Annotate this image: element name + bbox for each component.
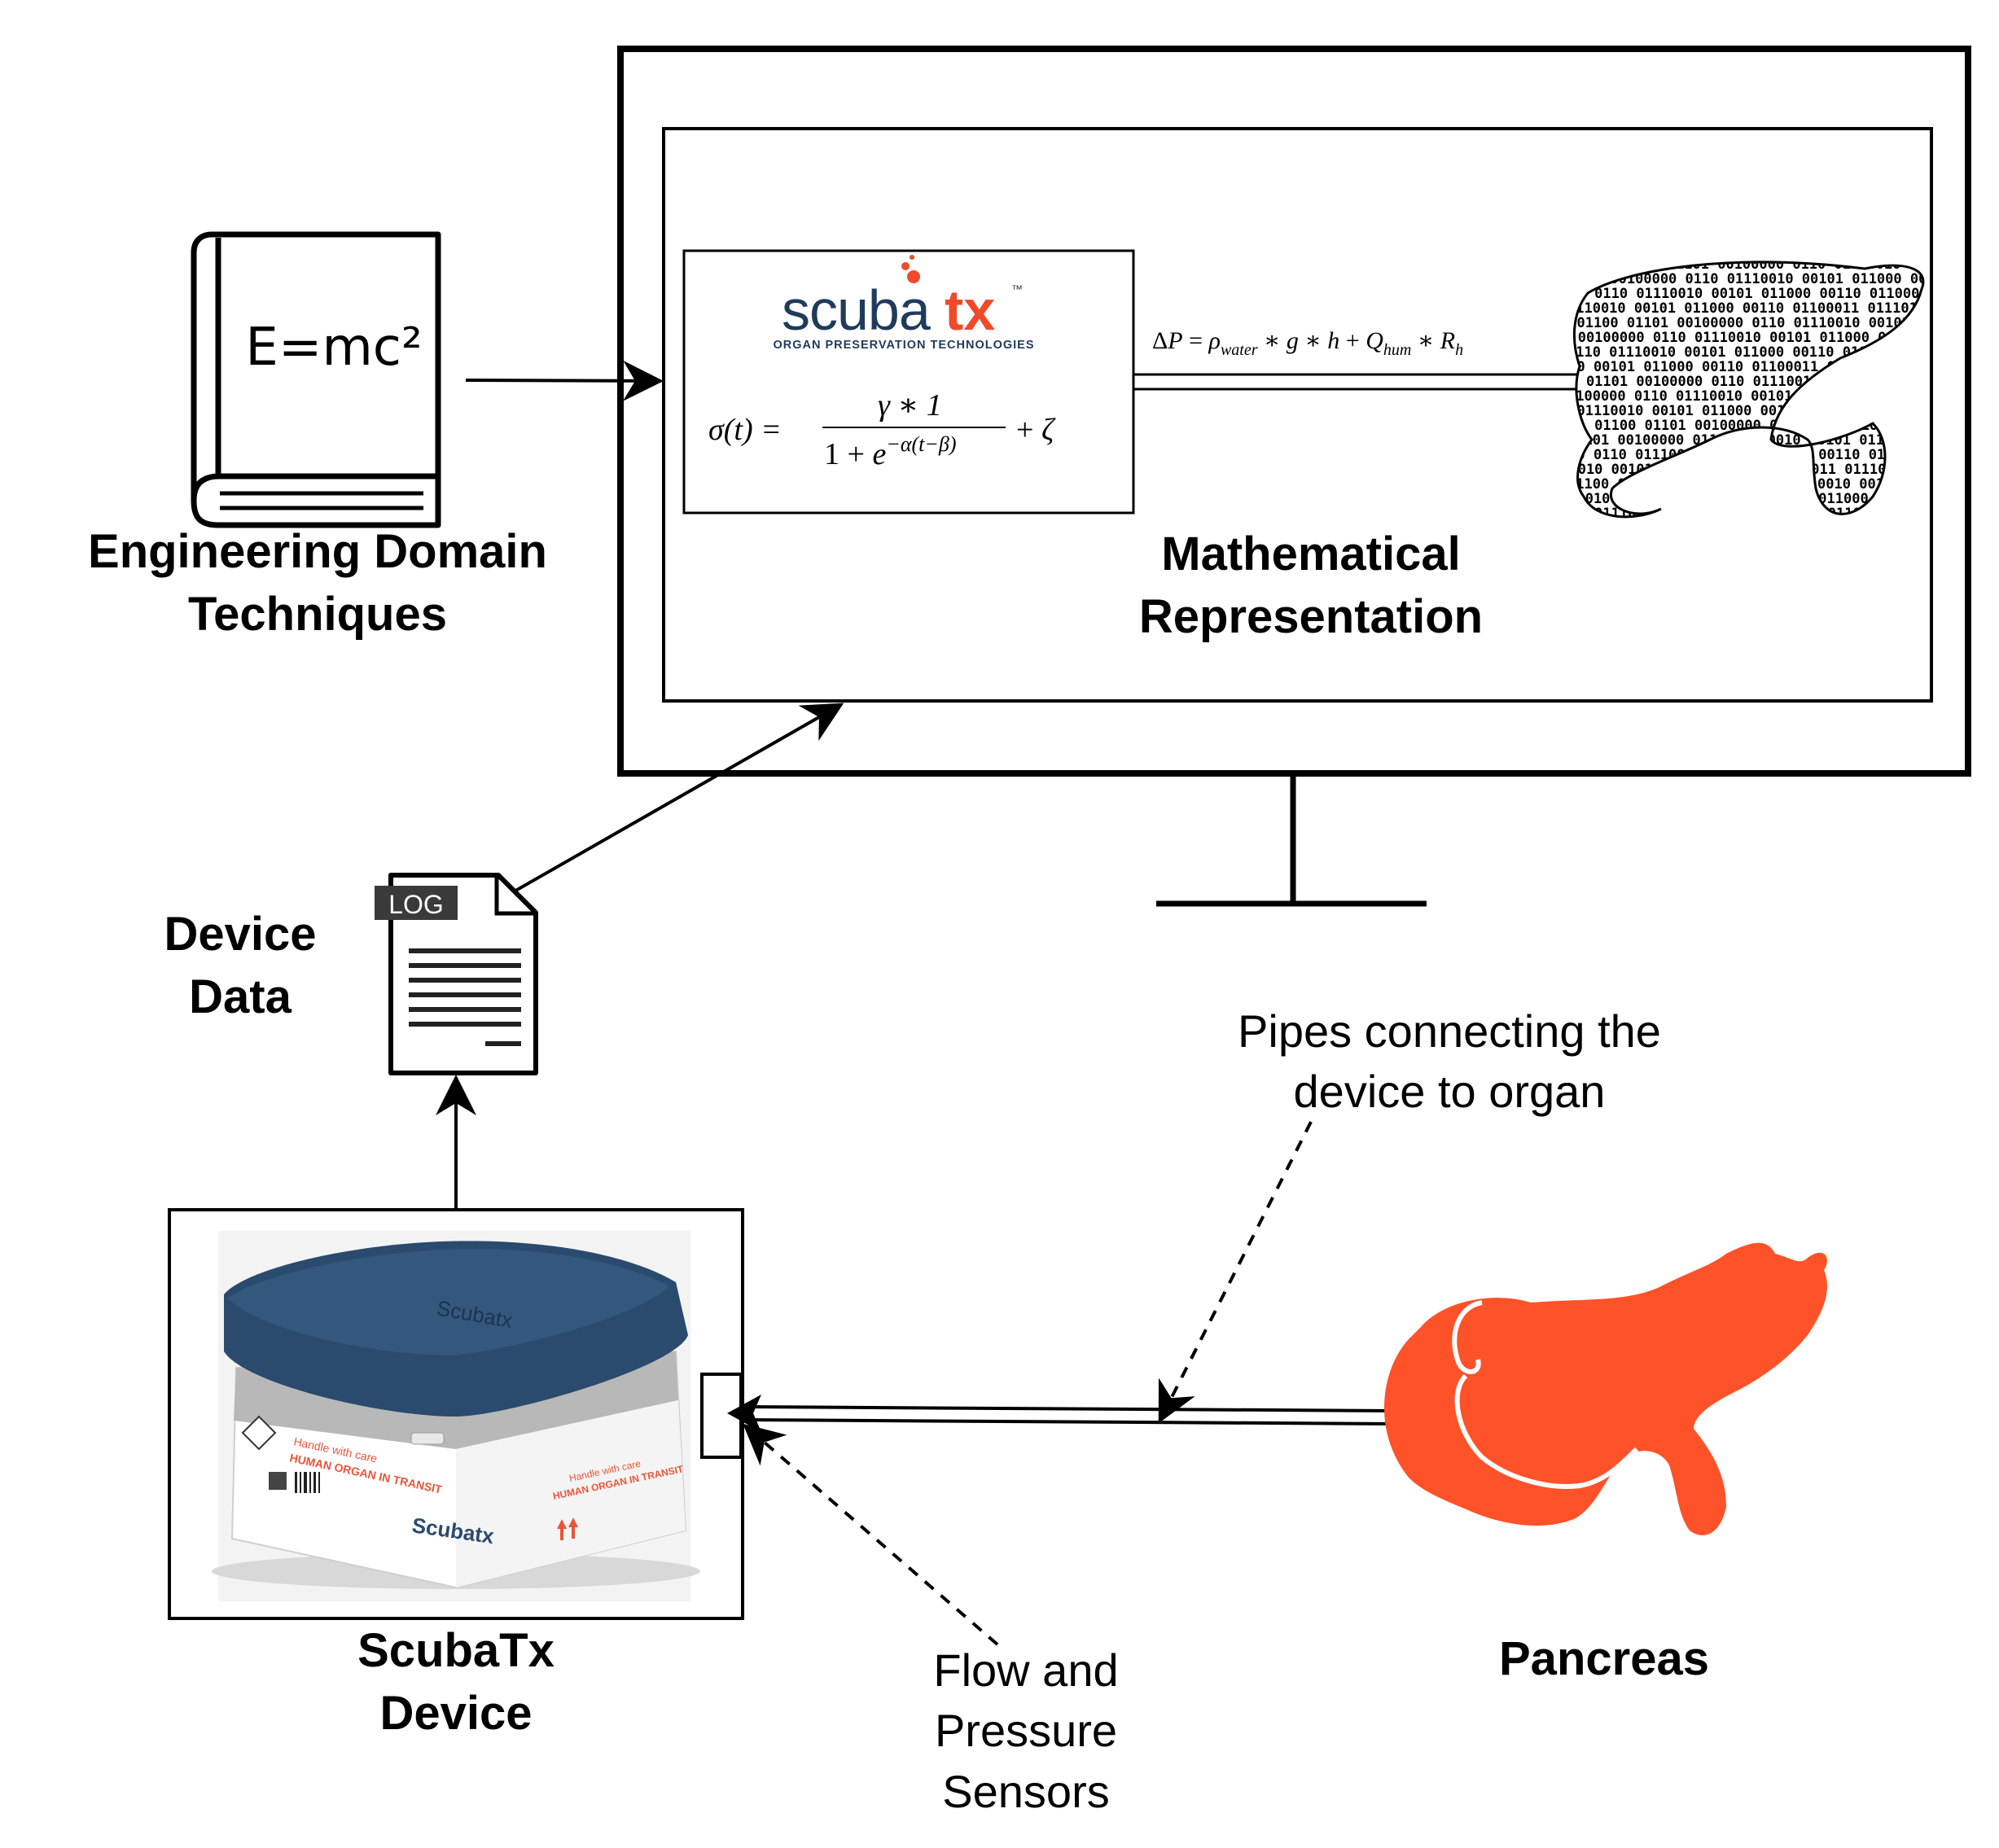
- svg-text:1 + e−α(t−β): 1 + e−α(t−β): [824, 432, 957, 471]
- svg-text:ΔP = ρwater ∗ g ∗ h + Qhum ∗ R: ΔP = ρwater ∗ g ∗ h + Qhum ∗ Rh: [1152, 327, 1463, 359]
- binary-row: 1 00100000 0110 01110010 00101 011000 00…: [1560, 491, 1999, 507]
- logo-tm: ™: [1011, 282, 1023, 296]
- binary-row: 11001 01100 01101 00100000 0110 01110010…: [1567, 256, 1999, 273]
- binary-row: 1110010 00101 011000 00110 01100011 0111…: [1567, 300, 1999, 317]
- sigma-equation: σ(t) = γ ∗ 1 1 + e−α(t−β) + ζ: [708, 388, 1056, 471]
- binary-row: 01101 00100000 0110 01110010 00101 01100…: [1560, 271, 1999, 287]
- arrow-data-to-model: [511, 703, 844, 895]
- label-pipes-line-1: Pipes connecting the: [1238, 1005, 1661, 1057]
- pipe-arrowhead: [727, 1395, 761, 1432]
- equation-box: scuba tx ™ ORGAN PRESERVATION TECHNOLOGI…: [682, 249, 1135, 515]
- binary-row: 0 01110010 00101 011000 00110 01100011 0…: [1560, 403, 1999, 419]
- log-badge: [375, 886, 458, 920]
- label-scubatx-device: ScubaTx Device: [293, 1620, 619, 1745]
- label-pancreas: Pancreas: [1499, 1632, 1709, 1685]
- label-math-line-1: Mathematical: [1161, 528, 1461, 580]
- pressure-equation: ΔP = ρwater ∗ g ∗ h + Qhum ∗ Rh: [1152, 327, 1463, 359]
- binary-row: 0110 01110010 00101 011000 00110 0110001…: [1567, 344, 1999, 361]
- log-badge-text: LOG: [388, 890, 444, 919]
- monitor-screen: [662, 127, 1933, 703]
- label-engineering-line-2: Techniques: [188, 587, 447, 641]
- label-mathematical-representation: Mathematical Representation: [1050, 523, 1572, 648]
- label-sensors-line-3: Sensors: [942, 1765, 1110, 1817]
- binary-row: 01 00100000 0110 01110010 00101 011000 0…: [1553, 330, 1999, 346]
- label-device-line-1: ScubaTx: [357, 1624, 555, 1677]
- logo-tagline: ORGAN PRESERVATION TECHNOLOGIES: [773, 339, 1034, 352]
- scubatx-device-illustration: Scubatx Handle with care HUMAN ORGAN IN …: [212, 1241, 700, 1589]
- binary-row: 0100000 0110 01110010 00101 011000 00110…: [1567, 388, 1999, 405]
- pancreas-illustration: [1384, 1242, 1827, 1535]
- callout-pipes: [1158, 1121, 1313, 1424]
- logo-brand-left: scuba: [782, 278, 931, 342]
- svg-text:γ ∗ 1: γ ∗ 1: [878, 388, 942, 423]
- callout-sensors: [743, 1423, 999, 1646]
- label-device-line-2: Device: [379, 1686, 533, 1740]
- book-formula: E=mc²: [245, 317, 422, 378]
- monitor-frame: [617, 46, 1971, 777]
- label-engineering-line-1: Engineering Domain: [88, 525, 547, 578]
- label-sensors: Flow and Pressure Sensors: [879, 1640, 1173, 1822]
- logo-bubble: [907, 270, 920, 283]
- label-sensors-line-1: Flow and: [933, 1644, 1119, 1696]
- binary-row: 01100 01101 00100000 0110 01110010 00101…: [1567, 476, 1999, 493]
- logo-bubble: [910, 255, 914, 260]
- binary-row: 010 00101 011000 00110 01100011 01110100…: [1560, 359, 1999, 375]
- label-math-line-2: Representation: [1138, 589, 1484, 643]
- label-device-data: Device Data: [122, 904, 358, 1028]
- scubatx-logo: scuba tx ™ ORGAN PRESERVATION TECHNOLOGI…: [773, 255, 1034, 352]
- monitor: [617, 46, 1971, 907]
- log-document-icon: LOG: [375, 873, 538, 1075]
- arrow-techniques-to-model: [465, 360, 664, 401]
- logo-brand-right: tx: [945, 278, 995, 342]
- svg-text:+ ζ: + ζ: [1016, 413, 1056, 447]
- pancreas-shape: [1384, 1242, 1827, 1535]
- label-pipes: Pipes connecting the device to organ: [1140, 1001, 1759, 1122]
- binary-row: 1 01100 01101 00100000 0110 01110010 001…: [1560, 315, 1999, 331]
- label-sensors-line-2: Pressure: [934, 1705, 1118, 1757]
- binary-row: 0000 0110 01110010 00101 011000 00110 01…: [1553, 286, 1999, 302]
- pipe-top: [742, 1405, 1397, 1412]
- logo-bubble: [901, 262, 910, 270]
- pipe-bottom: [742, 1418, 1397, 1425]
- binary-row: 000 0110 01110010 00101 011000 00110 011…: [1560, 447, 1999, 463]
- label-engineering-techniques: Engineering Domain Techniques: [49, 521, 586, 646]
- label-device-data-line-2: Data: [189, 970, 292, 1023]
- book-icon: [191, 231, 441, 528]
- svg-text:σ(t) =: σ(t) =: [708, 413, 782, 447]
- label-device-data-line-1: Device: [164, 908, 317, 961]
- label-pipes-line-2: device to organ: [1293, 1065, 1606, 1117]
